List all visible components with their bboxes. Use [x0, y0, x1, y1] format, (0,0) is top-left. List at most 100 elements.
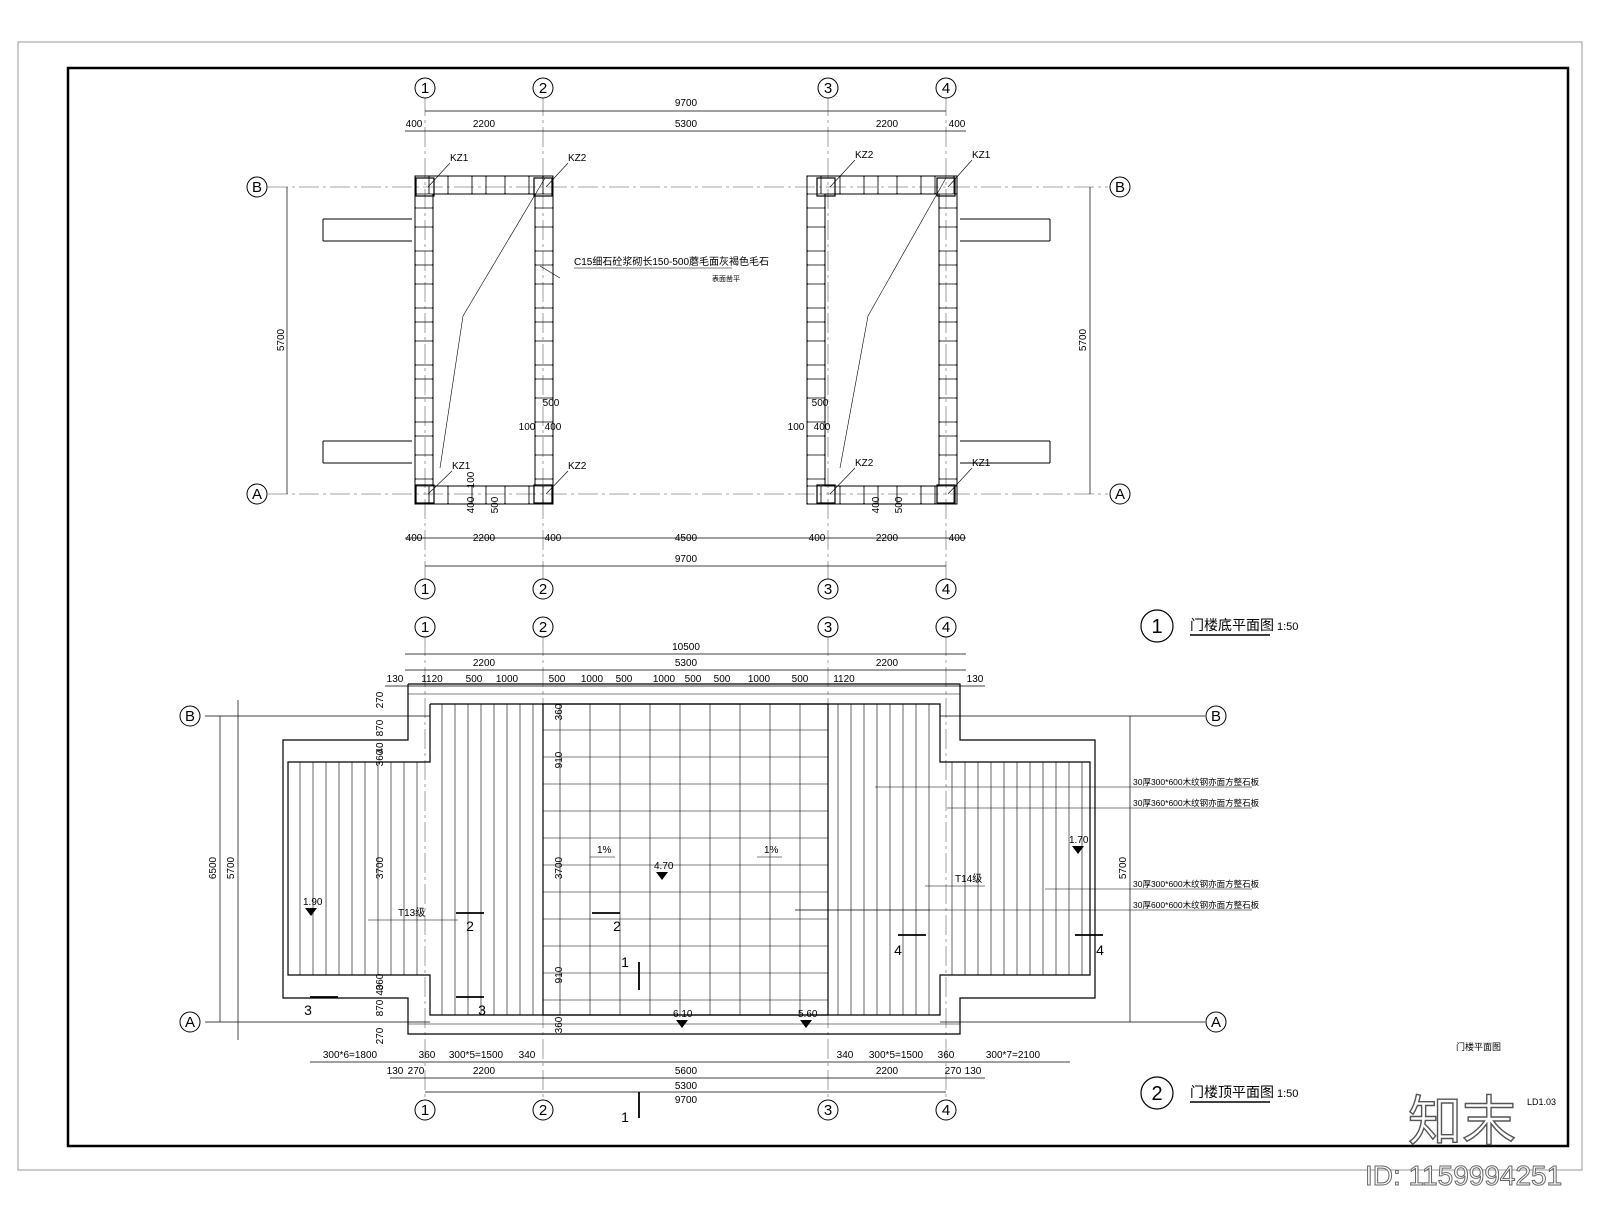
dim-400-v2: 400	[871, 496, 882, 513]
label-kz2-br: KZ2	[855, 458, 874, 469]
stone	[485, 175, 506, 195]
steps-left-label: T13级	[398, 907, 425, 919]
dim-400-right: 400	[814, 422, 831, 433]
dim-500-right: 500	[812, 398, 829, 409]
dim-500-v2: 500	[894, 496, 905, 513]
dim-fine-2: 1120	[421, 674, 443, 685]
dim-500-left: 500	[543, 398, 560, 409]
dim-fine-14: 130	[967, 674, 984, 685]
stone	[414, 397, 434, 423]
material-note-line2: 表面凿平	[712, 274, 740, 283]
dim-center-fine-3: 3700	[554, 856, 565, 879]
stone	[414, 485, 430, 505]
dim-bot-5: 400	[809, 533, 826, 544]
grid2-bubble-3-top: 3	[824, 619, 832, 636]
label-kz2-tl: KZ2	[568, 153, 587, 164]
dim-fine-1: 130	[387, 674, 404, 685]
stone	[414, 226, 434, 252]
dim-total-top: 9700	[675, 98, 698, 109]
stone	[534, 340, 554, 366]
label-kz1-tl: KZ1	[450, 153, 469, 164]
grid-bubble-2-bottom: 2	[539, 581, 547, 598]
stone	[938, 307, 958, 323]
dim-bot-7: 400	[949, 533, 966, 544]
dim-step-1500-r: 300*5=1500	[869, 1050, 924, 1061]
grid-bubble-4-top: 4	[942, 80, 950, 97]
grid2-bubble-b-right: B	[1211, 708, 1221, 725]
stone	[504, 175, 530, 195]
legend-1: 30厚300*600木纹钢亦面方整石板	[1133, 777, 1260, 787]
dim-500-v1: 500	[490, 496, 501, 513]
legend-2: 30厚360*600木纹钢亦面方整石板	[1133, 798, 1260, 808]
grid2-bubble-3-bottom: 3	[824, 1102, 832, 1119]
stone	[528, 485, 544, 505]
grid2-bubble-a-right: A	[1211, 1014, 1221, 1031]
plan1-scale: 1:50	[1277, 621, 1298, 633]
grid2-bubble-2-top: 2	[539, 619, 547, 636]
stone	[934, 485, 955, 505]
stone	[534, 226, 554, 252]
dim-mid-2: 5300	[675, 658, 698, 669]
dim-b2-2200-r: 2200	[876, 1066, 899, 1077]
dim-bot-4: 4500	[675, 533, 698, 544]
dim-top-3: 5300	[675, 119, 698, 130]
dim-step-left: 300*6=1800	[323, 1050, 378, 1061]
dim-fine-9: 500	[685, 674, 702, 685]
dim-step-1500-l: 300*5=1500	[449, 1050, 504, 1061]
dim-center-fine-2: 910	[554, 751, 565, 768]
stone	[414, 175, 430, 195]
stone	[534, 378, 554, 399]
plan2-title-number: 2	[1151, 1083, 1162, 1105]
stone	[414, 264, 434, 285]
dim-top-5: 400	[949, 119, 966, 130]
elevation-1-70: 1.70	[1069, 835, 1089, 846]
stone	[414, 378, 434, 399]
dim-center-5600: 5600	[675, 1066, 698, 1077]
dim-fine-13: 1120	[833, 674, 855, 685]
dim-fine-3: 500	[466, 674, 483, 685]
dim-b2-5300: 5300	[675, 1081, 698, 1092]
section-1-top: 1	[621, 954, 629, 970]
dim-b2-2200-l: 2200	[473, 1066, 496, 1077]
grid2-bubble-1-top: 1	[421, 619, 429, 636]
stone	[938, 340, 958, 366]
dim-top-4: 2200	[876, 119, 899, 130]
dim-fine-4: 1000	[496, 674, 519, 685]
section-2-left: 2	[466, 918, 474, 934]
stone	[896, 175, 922, 195]
dim-center-fine-1: 360	[554, 703, 565, 720]
outer-border	[17, 41, 1583, 1171]
dim-b2-130-r: 130	[965, 1066, 982, 1077]
stone	[504, 485, 530, 505]
stone	[920, 485, 936, 505]
dim-left-fine-1: 270	[375, 691, 386, 708]
plan1-title-number: 1	[1151, 616, 1162, 638]
stone	[806, 454, 826, 480]
dim-400-v1: 400	[466, 496, 477, 513]
stone	[839, 175, 865, 195]
stone	[806, 307, 826, 323]
stone	[534, 207, 554, 228]
dim-total-10500: 10500	[672, 642, 700, 653]
stone	[447, 175, 473, 195]
stone	[414, 364, 434, 380]
dim-side-left: 5700	[276, 328, 287, 351]
stone	[938, 454, 958, 480]
grid-bubble-2-top: 2	[539, 80, 547, 97]
grid-bubble-4-bottom: 4	[942, 581, 950, 598]
stone	[471, 175, 487, 195]
stone	[414, 321, 434, 342]
slope-right: 1%	[764, 845, 779, 856]
stone	[938, 321, 958, 342]
stone	[534, 250, 554, 266]
stone	[938, 435, 958, 456]
stone	[414, 454, 434, 480]
dim-step-340-r: 340	[837, 1050, 854, 1061]
dim-center-fine-5: 360	[554, 1016, 565, 1033]
dim-fine-6: 1000	[581, 674, 604, 685]
stone	[938, 250, 958, 266]
grid-bubble-1-top: 1	[421, 80, 429, 97]
stone	[414, 478, 434, 487]
dim-left-fine-9: 270	[375, 1027, 386, 1044]
stone	[938, 226, 958, 252]
